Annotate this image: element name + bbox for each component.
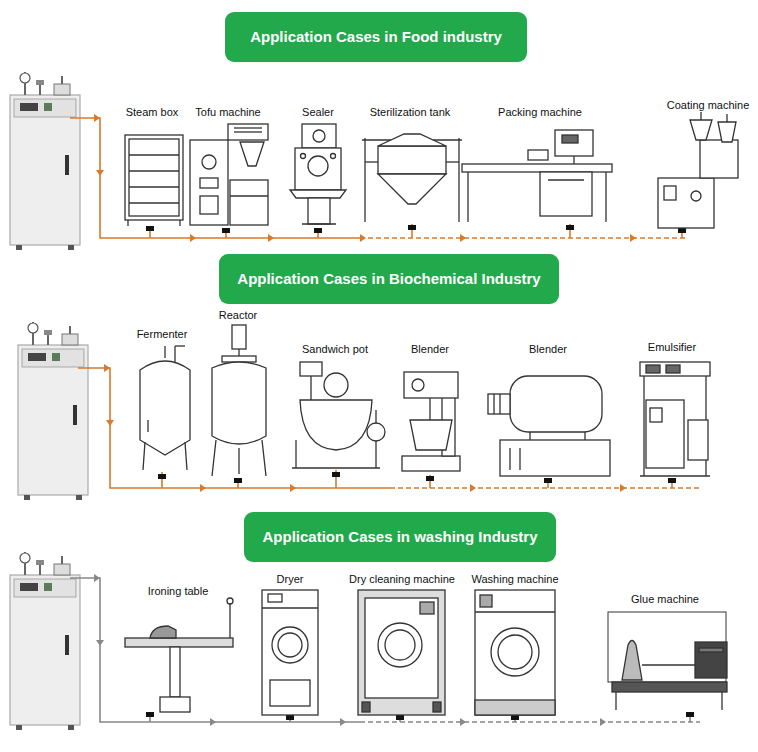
section-title: Application Cases in washing Industry bbox=[262, 512, 537, 562]
equipment: Coating machine bbox=[655, 99, 750, 230]
equipment: Emulsifier bbox=[638, 341, 712, 478]
section-title: Application Cases in Biochemical Industr… bbox=[237, 254, 540, 304]
equipment: Tofu machine bbox=[188, 106, 268, 230]
equipment-label: Glue machine bbox=[630, 593, 700, 606]
equipment-label: Dry cleaning machine bbox=[348, 573, 456, 586]
steam-pipe bbox=[70, 118, 685, 238]
equipment: Reactor bbox=[210, 309, 268, 478]
equipment-label: Sandwich pot bbox=[301, 343, 369, 356]
equipment: Washing machine bbox=[470, 573, 559, 715]
equipment: Sterilization tank bbox=[362, 106, 462, 224]
steam-generator bbox=[10, 72, 88, 730]
equipment-label: Tofu machine bbox=[194, 106, 261, 119]
equipment-label: Coating machine bbox=[666, 99, 751, 112]
equipment: Dryer bbox=[262, 573, 318, 715]
equipment-label: Sterilization tank bbox=[369, 106, 452, 119]
equipment-label: Blender bbox=[410, 343, 450, 356]
section-banner: Application Cases in Biochemical Industr… bbox=[219, 254, 558, 304]
steam-pipe bbox=[70, 578, 700, 722]
equipment-label: Ironing table bbox=[147, 585, 210, 598]
flow-arrow bbox=[94, 114, 636, 242]
equipment: Blender bbox=[398, 343, 462, 475]
equipment: Sealer bbox=[290, 106, 346, 230]
equipment: Packing machine bbox=[460, 106, 615, 224]
valve bbox=[146, 225, 686, 233]
equipment-label: Packing machine bbox=[497, 106, 583, 119]
equipment: Steam box bbox=[122, 106, 185, 226]
section-banner: Application Cases in washing Industry bbox=[244, 512, 555, 562]
equipment-label: Reactor bbox=[218, 309, 259, 322]
flow-arrow bbox=[94, 574, 606, 726]
equipment: Fermenter bbox=[135, 328, 192, 472]
equipment-label: Emulsifier bbox=[647, 341, 697, 354]
equipment-label: Sealer bbox=[301, 106, 335, 119]
equipment-label: Fermenter bbox=[136, 328, 189, 341]
equipment: Blender bbox=[485, 343, 612, 478]
equipment-label: Blender bbox=[528, 343, 568, 356]
equipment: Glue machine bbox=[608, 593, 730, 712]
equipment: Ironing table bbox=[125, 585, 235, 715]
equipment: Dry cleaning machine bbox=[348, 573, 456, 715]
machine-drawing bbox=[125, 112, 738, 715]
equipment-label: Steam box bbox=[125, 106, 180, 119]
section-title: Application Cases in Food industry bbox=[250, 12, 502, 62]
equipment-label: Dryer bbox=[276, 573, 305, 586]
equipment-label: Washing machine bbox=[470, 573, 559, 586]
equipment: Sandwich pot bbox=[292, 343, 382, 470]
section-banner: Application Cases in Food industry bbox=[225, 12, 527, 62]
